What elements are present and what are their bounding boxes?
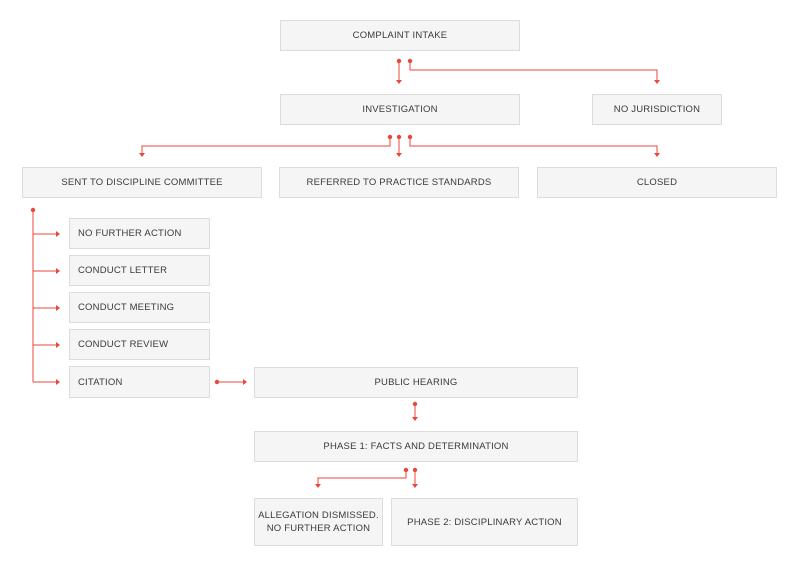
arrowhead-down-icon: [315, 484, 321, 488]
node-label: COMPLAINT INTAKE: [352, 30, 448, 41]
node-phase1-facts-and-determination: PHASE 1: FACTS AND DETERMINATION: [254, 431, 578, 462]
arrowhead-right-icon: [56, 305, 60, 311]
node-label: CITATION: [78, 376, 123, 388]
node-allegation-dismissed: ALLEGATION DISMISSED. NO FURTHER ACTION: [254, 498, 383, 546]
node-investigation: INVESTIGATION: [280, 94, 520, 125]
node-label: SENT TO DISCIPLINE COMMITTEE: [61, 177, 223, 188]
node-label: REFERRED TO PRACTICE STANDARDS: [306, 177, 492, 188]
node-referred-to-practice-standards: REFERRED TO PRACTICE STANDARDS: [279, 167, 519, 198]
arrowhead-down-icon: [396, 153, 402, 157]
arrowhead-down-icon: [654, 153, 660, 157]
node-label: CONDUCT LETTER: [78, 265, 168, 276]
node-public-hearing: PUBLIC HEARING: [254, 367, 578, 398]
connector-line: [141, 137, 391, 156]
node-closed: CLOSED: [537, 167, 777, 198]
node-label: PUBLIC HEARING: [374, 377, 458, 388]
node-conduct-review: CONDUCT REVIEW: [69, 329, 210, 360]
arrowhead-right-icon: [56, 231, 60, 237]
node-label: NO FURTHER ACTION: [78, 228, 182, 239]
arrowhead-down-icon: [139, 153, 145, 157]
arrowhead-down-icon: [412, 417, 418, 421]
node-conduct-letter: CONDUCT LETTER: [69, 255, 210, 286]
node-no-jurisdiction: NO JURISDICTION: [592, 94, 722, 125]
node-label: CONDUCT MEETING: [78, 302, 175, 313]
node-phase2-disciplinary-action: PHASE 2: DISCIPLINARY ACTION: [391, 498, 578, 546]
node-sent-to-discipline-committee: SENT TO DISCIPLINE COMMITTEE: [22, 167, 262, 198]
arrowhead-down-icon: [412, 484, 418, 488]
node-conduct-meeting: CONDUCT MEETING: [69, 292, 210, 323]
node-label: NO JURISDICTION: [613, 104, 701, 115]
connector-line: [409, 61, 658, 83]
arrowhead-right-icon: [56, 379, 60, 385]
node-label: CLOSED: [636, 177, 678, 188]
node-label: ALLEGATION DISMISSED. NO FURTHER ACTION: [258, 510, 379, 534]
node-label: PHASE 2: DISCIPLINARY ACTION: [407, 516, 562, 528]
node-label: CONDUCT REVIEW: [78, 339, 169, 350]
arrowhead-down-icon: [396, 80, 402, 84]
arrowhead-right-icon: [243, 379, 247, 385]
node-no-further-action: NO FURTHER ACTION: [69, 218, 210, 249]
node-complaint-intake: COMPLAINT INTAKE: [280, 20, 520, 51]
node-citation: CITATION: [69, 366, 210, 398]
arrowhead-right-icon: [56, 342, 60, 348]
arrowhead-down-icon: [654, 80, 660, 84]
arrowhead-right-icon: [56, 268, 60, 274]
connector-line: [409, 137, 658, 156]
node-label: PHASE 1: FACTS AND DETERMINATION: [323, 441, 509, 452]
node-label: INVESTIGATION: [362, 104, 438, 115]
connector-line: [317, 470, 407, 487]
